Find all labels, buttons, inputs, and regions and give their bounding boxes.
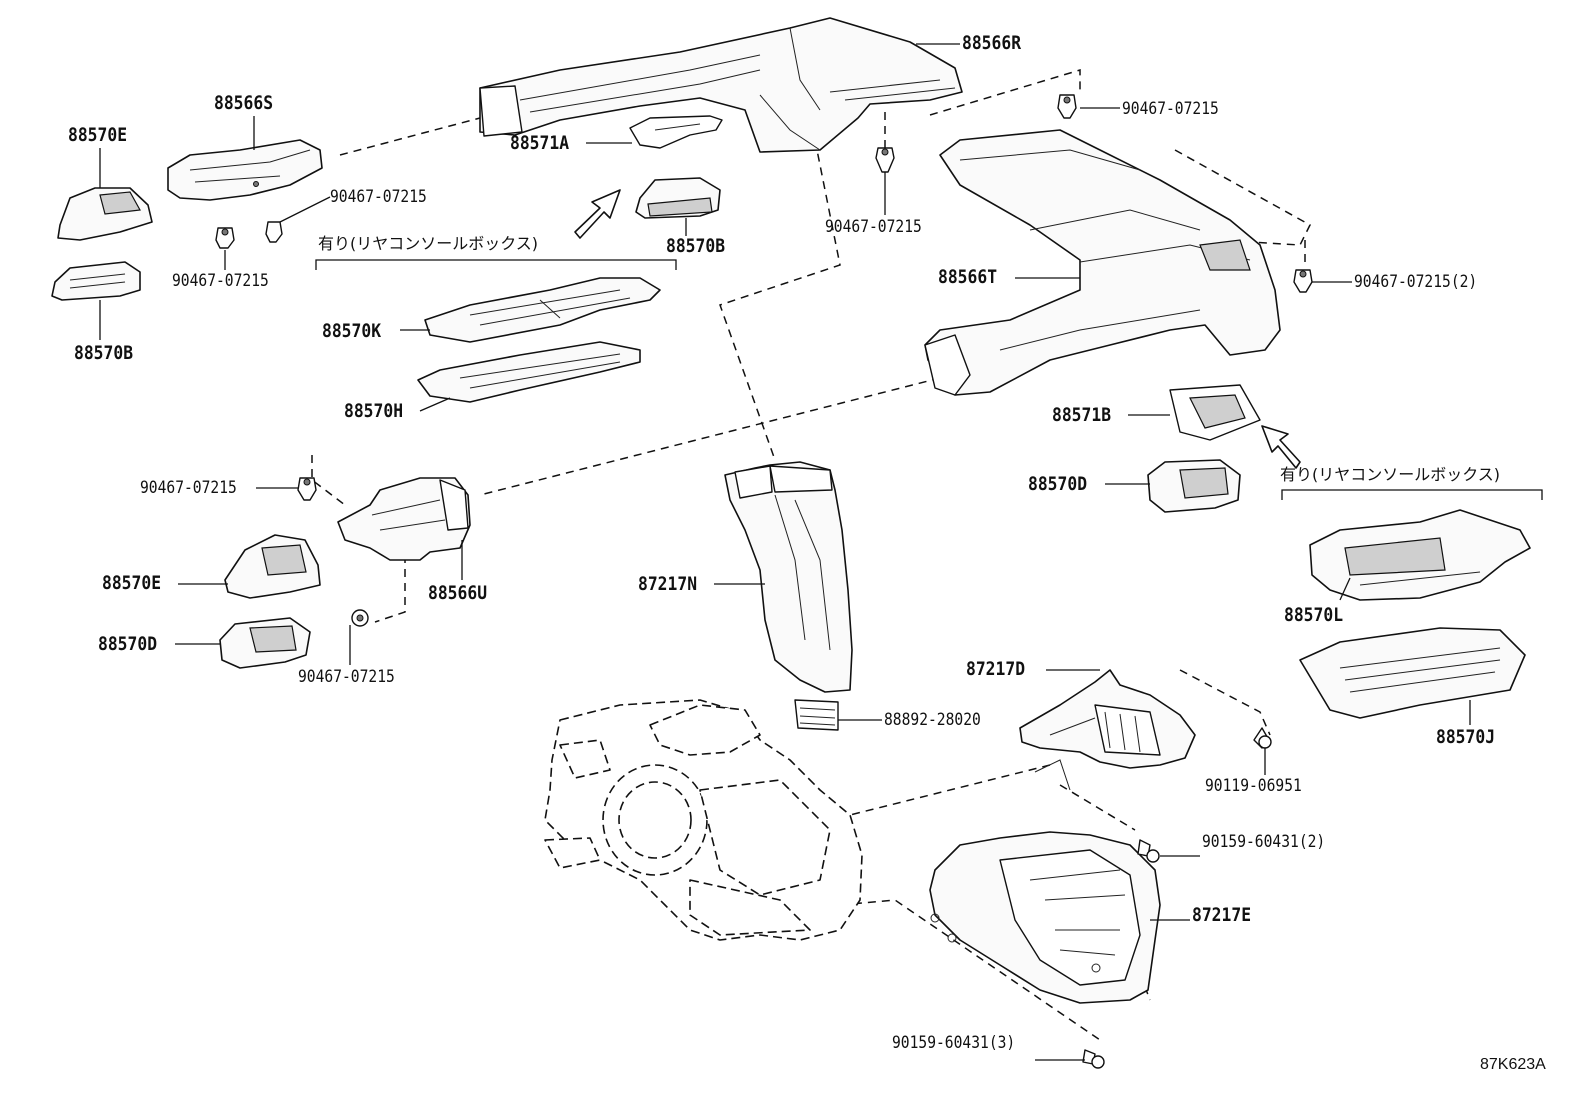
label-87217D: 87217D bbox=[966, 658, 1026, 680]
label-88570L: 88570L bbox=[1284, 604, 1344, 626]
bracket-88571B bbox=[1169, 384, 1261, 441]
label-90119-06951: 90119-06951 bbox=[1205, 776, 1302, 796]
label-88570E-lower: 88570E bbox=[102, 572, 162, 594]
duct-88566U bbox=[337, 477, 471, 561]
clip-90467-b bbox=[875, 147, 895, 173]
label-90159-60431-3: 90159-60431(3) bbox=[892, 1033, 1016, 1053]
clip-90467-g bbox=[351, 609, 369, 627]
leader-lines bbox=[99, 43, 1471, 1061]
clip-90467-e bbox=[1293, 269, 1313, 293]
label-88571B: 88571B bbox=[1052, 404, 1112, 426]
register-88570E-top bbox=[57, 187, 153, 241]
label-88570K: 88570K bbox=[322, 320, 382, 342]
tray-88570K bbox=[424, 277, 661, 343]
screw-90159-lower bbox=[1082, 1049, 1105, 1069]
label-90467-07215-e: 90467-07215(2) bbox=[1354, 272, 1478, 292]
label-88566R: 88566R bbox=[962, 32, 1022, 54]
bracket-line-left bbox=[315, 259, 677, 270]
housing-87217E bbox=[929, 831, 1161, 1004]
register-88570B-left bbox=[51, 261, 141, 301]
bracket-88571A bbox=[629, 115, 723, 149]
label-90467-07215-b: 90467-07215 bbox=[825, 217, 922, 237]
hvac-unit-reference bbox=[544, 699, 863, 941]
label-90467-07215-a: 90467-07215 bbox=[1122, 99, 1219, 119]
label-90467-07215-g: 90467-07215 bbox=[298, 667, 395, 687]
label-88570D-right: 88570D bbox=[1028, 473, 1088, 495]
label-88566S: 88566S bbox=[214, 92, 274, 114]
filter-88892-28020 bbox=[794, 699, 839, 731]
screw-90159-upper bbox=[1137, 839, 1160, 863]
duct-88566S bbox=[167, 139, 323, 201]
label-88570B-center: 88570B bbox=[666, 235, 726, 257]
label-90467-07215-d: 90467-07215 bbox=[172, 271, 269, 291]
register-88570D-lower bbox=[219, 617, 311, 669]
tray-88570J bbox=[1299, 627, 1526, 719]
label-88571A: 88571A bbox=[510, 132, 570, 154]
figure-code: 87K623A bbox=[1480, 1056, 1546, 1073]
direction-arrow-left bbox=[574, 189, 621, 239]
duct-88566R bbox=[479, 17, 963, 153]
direction-arrow-right bbox=[1261, 425, 1301, 469]
label-90467-07215-c: 90467-07215 bbox=[330, 187, 427, 207]
label-88570H: 88570H bbox=[344, 400, 404, 422]
label-88570D-lower: 88570D bbox=[98, 633, 158, 655]
label-88892-28020: 88892-28020 bbox=[884, 710, 981, 730]
clip-90467-f bbox=[297, 477, 317, 501]
label-87217N: 87217N bbox=[638, 573, 698, 595]
label-88566U: 88566U bbox=[428, 582, 488, 604]
duct-87217D bbox=[1019, 669, 1196, 791]
clip-90467-a bbox=[1057, 94, 1077, 119]
register-88570E-lower bbox=[224, 534, 321, 599]
register-88570B-center bbox=[635, 177, 721, 219]
bracket-line-right bbox=[1281, 489, 1543, 500]
label-88570B-left: 88570B bbox=[74, 342, 134, 364]
note-rear-console-right: 有り(リヤコンソールボックス) bbox=[1280, 465, 1501, 484]
clip-90467-c-right bbox=[265, 221, 283, 243]
tray-88570L bbox=[1309, 509, 1531, 601]
label-87217E: 87217E bbox=[1192, 904, 1252, 926]
screw-90119-06951 bbox=[1253, 727, 1272, 749]
clip-90467-c-left bbox=[215, 227, 235, 249]
register-88570D-right bbox=[1147, 459, 1241, 513]
label-90467-07215-f: 90467-07215 bbox=[140, 478, 237, 498]
duct-87217N bbox=[724, 461, 853, 693]
label-88570J: 88570J bbox=[1436, 726, 1496, 748]
label-88566T: 88566T bbox=[938, 266, 998, 288]
label-88570E-top: 88570E bbox=[68, 124, 128, 146]
tray-88570H bbox=[417, 341, 641, 403]
note-rear-console-left: 有り(リヤコンソールボックス) bbox=[318, 234, 539, 253]
duct-88566T bbox=[924, 129, 1281, 396]
label-90159-60431-2: 90159-60431(2) bbox=[1202, 832, 1326, 852]
